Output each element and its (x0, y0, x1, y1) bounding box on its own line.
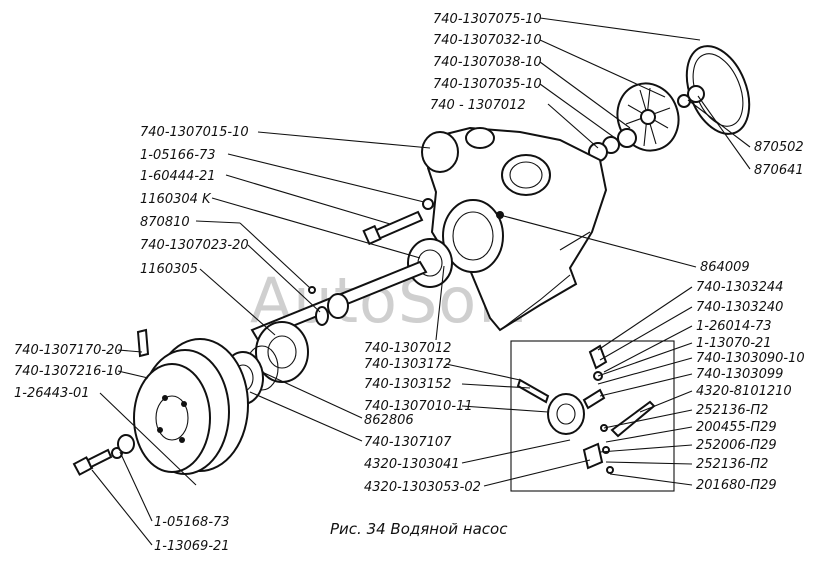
part-label: 740-1303152 (364, 377, 451, 392)
part-label: 1-13070-21 (696, 336, 772, 351)
part-label: 1160305 (140, 262, 198, 277)
part-label: 1-26443-01 (14, 386, 90, 401)
part-label: 862806 (364, 413, 414, 428)
part-label: 740-1307216-10 (14, 364, 123, 379)
part-label: 870641 (754, 163, 804, 178)
part-label: 870502 (754, 140, 804, 155)
impeller-disc (685, 45, 751, 135)
bolt (362, 198, 434, 246)
part-label: 740-1307012 (364, 341, 451, 356)
part-label: 1-05168-73 (154, 515, 230, 530)
part-label: 4320-1303041 (364, 457, 460, 472)
part-label: 1-13069-21 (154, 539, 230, 554)
part-label: 740-1307032-10 (433, 33, 542, 48)
part-label: 740-1307170-20 (14, 343, 123, 358)
seal-parts (588, 128, 637, 162)
impeller (616, 82, 680, 152)
shaft (250, 260, 428, 342)
part-label: 740-1303244 (696, 280, 783, 295)
part-label: 4320-8101210 (696, 384, 792, 399)
pump-housing (421, 126, 608, 332)
part-label: 740-1307015-10 (140, 125, 249, 140)
part-label: 864009 (700, 260, 750, 275)
figure-caption: Рис. 34 Водяной насос (330, 520, 508, 538)
part-label: 252136-П2 (696, 457, 768, 472)
pulley (133, 328, 249, 475)
part-label: 740-1303099 (696, 367, 783, 382)
part-label: 740-1303172 (364, 357, 451, 372)
bearing-rear (255, 321, 309, 383)
part-label: 252136-П2 (696, 403, 768, 418)
pulley-bolt (72, 434, 135, 476)
part-labels: 740-1307075-10 740-1307032-10 740-130703… (14, 12, 805, 554)
part-label: 740 - 1307012 (430, 98, 526, 113)
part-label: 201680-П29 (696, 478, 777, 493)
leader-lines (91, 17, 751, 546)
part-label: 740-1307023-20 (140, 238, 249, 253)
part-label: 740-1303240 (696, 300, 783, 315)
part-label: 4320-1303053-02 (364, 480, 481, 495)
part-label: 740-1307107 (364, 435, 452, 450)
part-label: 740-1307035-10 (433, 77, 542, 92)
part-label: 1160304 K (140, 192, 212, 207)
bearing-front (407, 238, 453, 288)
valve-inset (510, 340, 675, 492)
part-label: 740-1307038-10 (433, 55, 542, 70)
part-label: 740-1307010-11 (364, 399, 473, 414)
part-label: 1-26014-73 (696, 319, 772, 334)
part-label: 870810 (140, 215, 190, 230)
part-label: 740-1303090-10 (696, 351, 805, 366)
part-label: 1-05166-73 (140, 148, 216, 163)
part-label: 200455-П29 (696, 420, 777, 435)
part-label: 252006-П29 (696, 438, 777, 453)
part-label: 1-60444-21 (140, 169, 216, 184)
part-label: 740-1307075-10 (433, 12, 542, 27)
